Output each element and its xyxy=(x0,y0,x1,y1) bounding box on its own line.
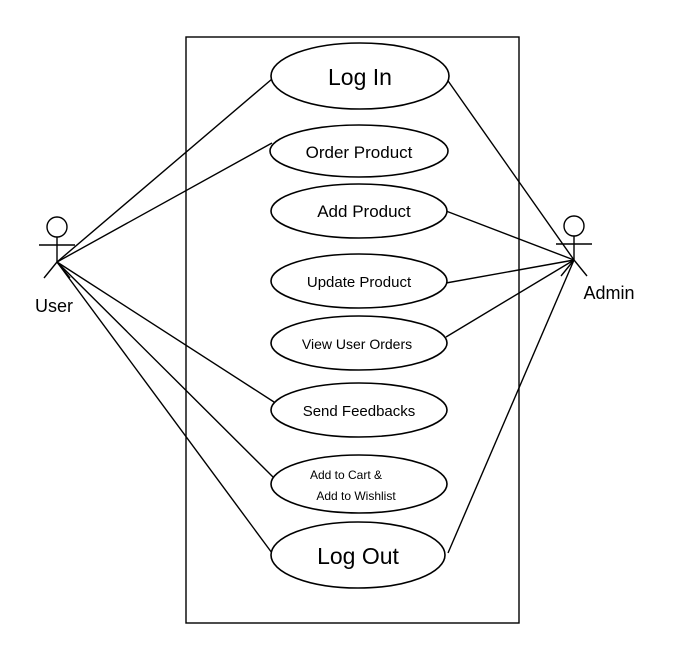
use-case-ellipse xyxy=(270,454,448,514)
use-case-view-user-orders: View User Orders xyxy=(270,315,448,371)
use-case-label-line2: Add to Wishlist xyxy=(316,489,396,503)
actor-admin: Admin xyxy=(556,215,635,303)
association-admin-update-product xyxy=(445,259,575,284)
association-admin-login xyxy=(445,77,575,261)
association-admin-add-product xyxy=(445,210,575,261)
actor-user-label: User xyxy=(35,296,73,316)
use-case-send-feedbacks: Send Feedbacks xyxy=(270,382,448,438)
use-case-label: Add Product xyxy=(317,202,411,221)
association-user-add-to-cart-wishlist xyxy=(56,261,275,479)
actor-user: User xyxy=(35,216,75,316)
use-case-ellipse xyxy=(270,315,448,371)
actor-admin-label: Admin xyxy=(583,283,634,303)
association-admin-logout xyxy=(447,259,575,554)
use-case-label: Log In xyxy=(328,64,392,90)
use-case-ellipse xyxy=(269,124,449,178)
user-associations xyxy=(56,78,275,554)
association-user-order-product xyxy=(56,142,273,263)
use-case-label-line1: Add to Cart & xyxy=(310,468,382,482)
admin-associations xyxy=(445,77,575,554)
association-user-login xyxy=(56,78,273,263)
actor-left-leg xyxy=(560,259,575,277)
use-case-ellipse xyxy=(270,253,448,309)
association-admin-view-user-orders xyxy=(445,259,575,338)
use-case-label: Log Out xyxy=(317,543,399,569)
use-case-add-to-cart-wishlist: Add to Cart & Add to Wishlist xyxy=(270,454,448,514)
use-case-label: Update Product xyxy=(307,274,412,291)
use-case-ellipse xyxy=(270,183,448,239)
use-case-update-product: Update Product xyxy=(270,253,448,309)
actor-right-leg xyxy=(573,259,588,277)
use-case-add-product: Add Product xyxy=(270,183,448,239)
system-boundary xyxy=(185,36,520,624)
use-case-ellipse xyxy=(270,382,448,438)
actor-head xyxy=(46,216,68,238)
use-case-label: View User Orders xyxy=(302,336,412,352)
use-case-label: Order Product xyxy=(306,143,413,162)
actor-head xyxy=(563,215,585,237)
actor-left-leg xyxy=(43,261,58,279)
use-case-login: Log In xyxy=(270,42,450,110)
use-case-ellipse xyxy=(270,521,446,589)
use-case-order-product: Order Product xyxy=(269,124,449,178)
association-user-send-feedbacks xyxy=(56,261,275,403)
use-case-ellipse xyxy=(270,42,450,110)
use-case-label: Send Feedbacks xyxy=(303,403,416,420)
actor-right-leg xyxy=(56,261,71,279)
use-case-logout: Log Out xyxy=(270,521,446,589)
association-user-logout xyxy=(56,261,273,554)
